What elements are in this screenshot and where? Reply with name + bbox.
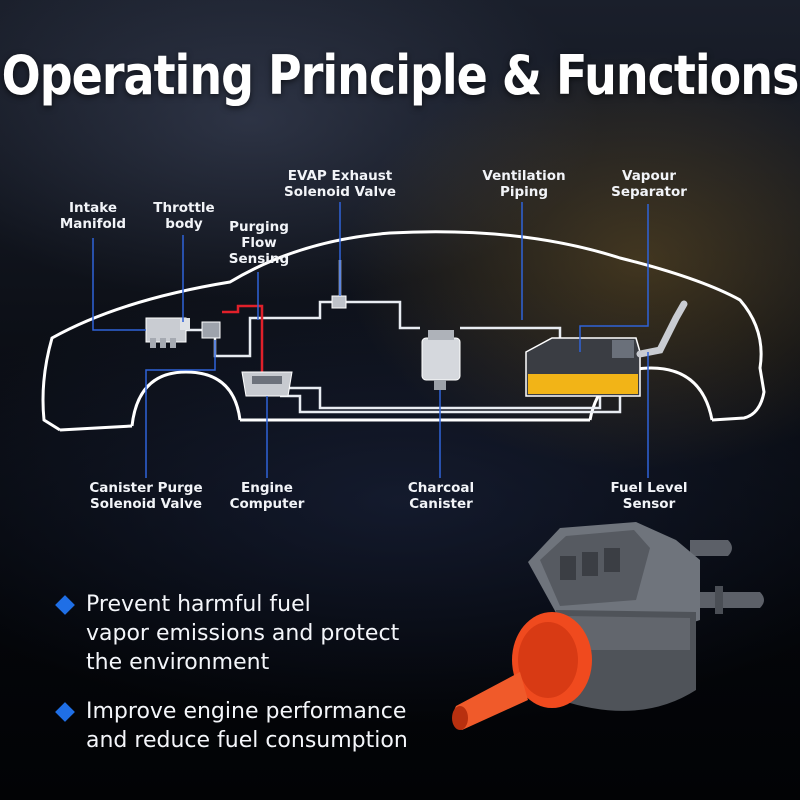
diamond-bullet-icon: [55, 595, 75, 615]
feature-item: Improve engine performance and reduce fu…: [55, 697, 408, 755]
feature-item: Prevent harmful fuel vapor emissions and…: [55, 590, 400, 677]
feature-text: Improve engine performance and reduce fu…: [86, 699, 408, 753]
purge-solenoid-valve-product: [452, 522, 764, 730]
page-title: Operating Principle & Functions: [1, 43, 800, 107]
label-charcoal-canister: Charcoal Canister: [407, 480, 475, 512]
engine-computer-graphic: [241, 371, 293, 397]
diamond-bullet-icon: [55, 702, 75, 722]
label-vapour-separator: Vapour Separator: [611, 168, 687, 200]
purge-line: [222, 304, 264, 372]
front-wheel-arch: [130, 370, 242, 427]
evap-valve-graphic: [331, 295, 347, 309]
label-fuel-level-sensor: Fuel Level Sensor: [610, 480, 688, 512]
leader-lines: [92, 202, 649, 478]
label-engine-computer: Engine Computer: [229, 480, 305, 512]
filler-neck: [636, 300, 688, 358]
label-canister-purge-solenoid-valve: Canister Purge Solenoid Valve: [89, 480, 203, 512]
throttle-body-graphic: [201, 321, 221, 339]
intake-manifold-graphic: [145, 317, 190, 348]
label-evap-exhaust-solenoid-valve: EVAP Exhaust Solenoid Valve: [283, 168, 397, 200]
feature-text: Prevent harmful fuel vapor emissions and…: [86, 592, 400, 675]
fuel-tank-graphic: [525, 337, 641, 397]
label-throttle-body: Throttle body: [153, 200, 215, 232]
label-ventilation-piping: Ventilation Piping: [482, 168, 566, 200]
car-outline: [41, 230, 766, 432]
label-intake-manifold: Intake Manifold: [59, 200, 127, 232]
charcoal-canister-graphic: [421, 330, 461, 390]
label-purging-flow-sensing: Purging Flow Sensing: [228, 219, 290, 267]
